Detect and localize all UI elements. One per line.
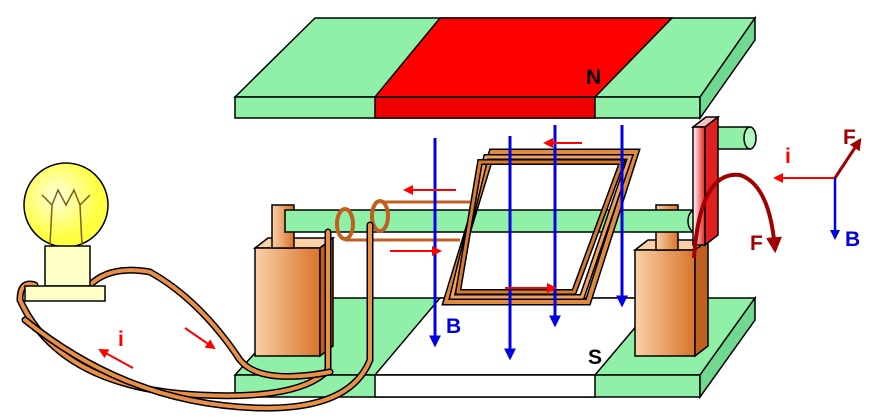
wire-current-label: i: [118, 328, 124, 351]
current-arrows: [98, 138, 582, 369]
north-label: N: [586, 66, 601, 89]
legend-force-label: F: [843, 126, 856, 149]
light-bulb: [23, 162, 109, 302]
south-label: S: [588, 346, 602, 369]
north-magnet: [233, 15, 757, 121]
legend-current-label: i: [785, 145, 791, 168]
rotation-force-arrow: [692, 172, 782, 259]
armature-coil: [345, 148, 641, 306]
wires: [16, 221, 374, 412]
shaft: [284, 126, 757, 233]
south-magnet: [233, 295, 757, 400]
field-label: B: [446, 315, 461, 338]
legend-field-label: B: [845, 228, 860, 251]
direction-legend: [773, 137, 862, 240]
force-curve-label: F: [750, 232, 763, 255]
right-brush-block: [632, 204, 711, 358]
left-brush-block: [252, 204, 336, 358]
